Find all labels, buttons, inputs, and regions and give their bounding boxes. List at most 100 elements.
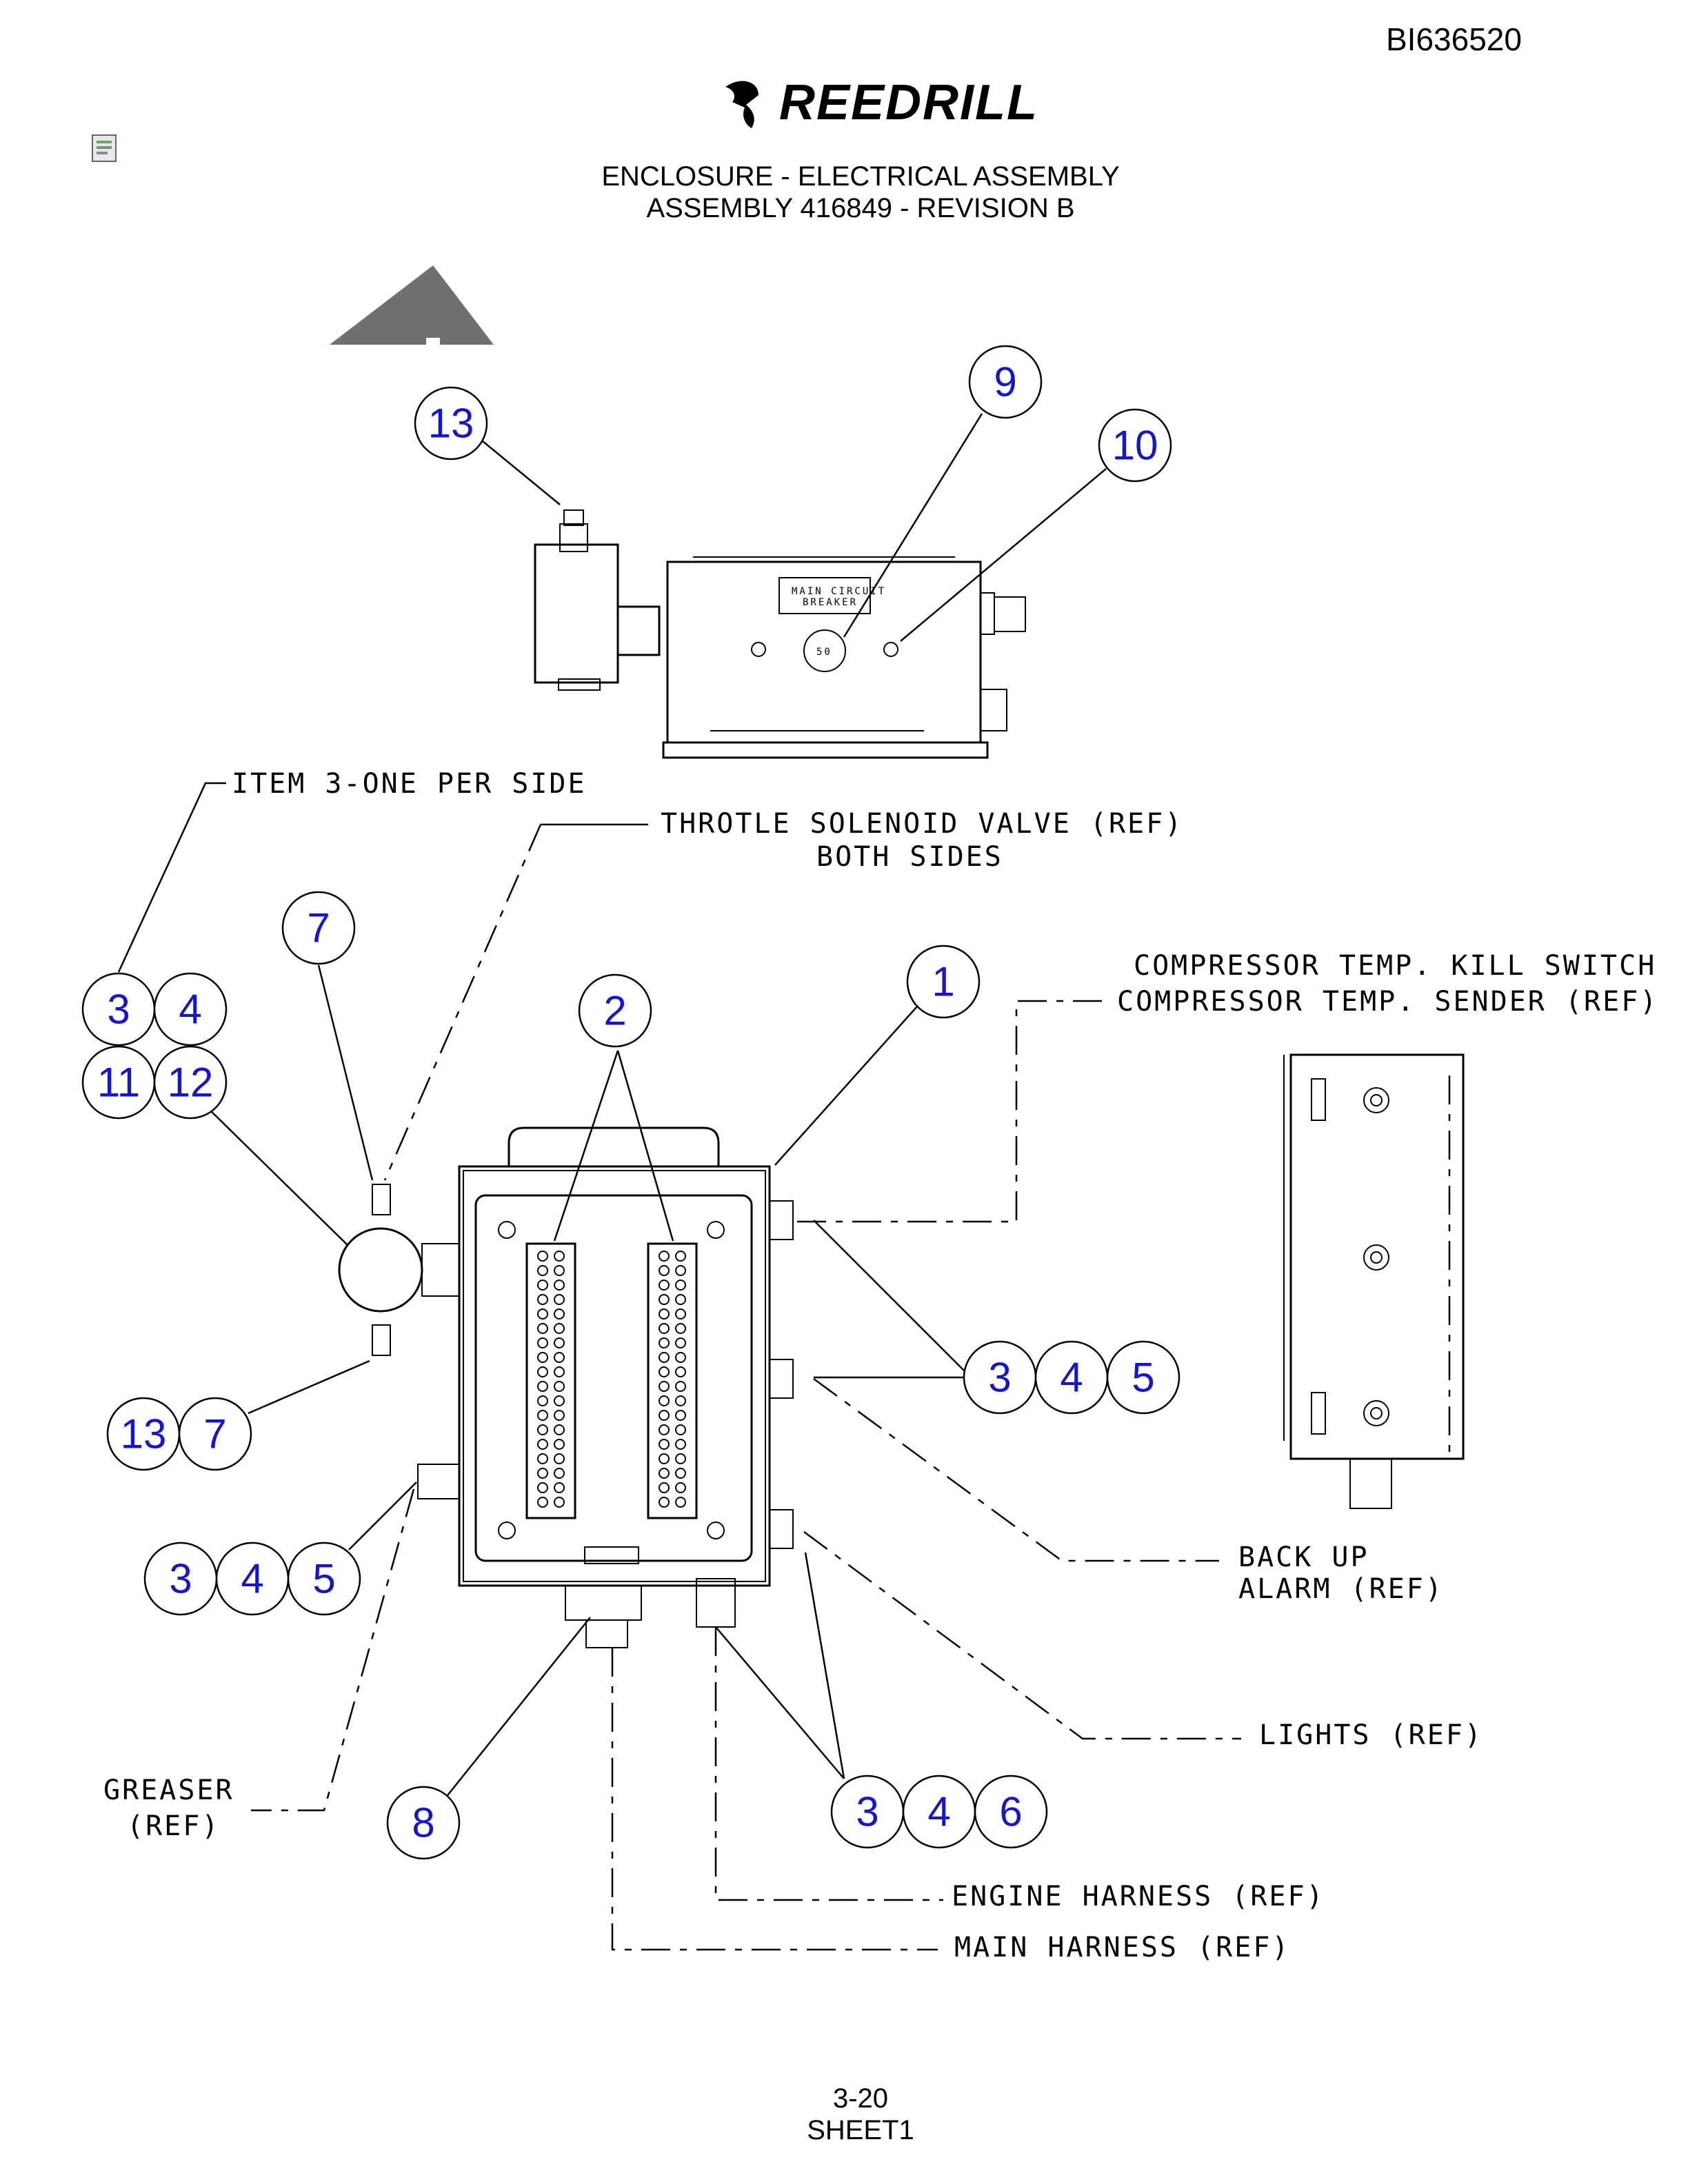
bubble-4-b: 4	[1034, 1340, 1109, 1415]
terminal-screw	[554, 1424, 565, 1435]
terminal-screw	[554, 1323, 565, 1334]
terminal-screw	[675, 1439, 686, 1450]
svg-text:5: 5	[312, 1556, 335, 1602]
terminal-screw	[659, 1337, 670, 1348]
terminal-screw	[554, 1366, 565, 1377]
item-bubbles: 13 9 10 7 3 4 11 12 2 1 3 4 5 13 7 3 4 5…	[81, 345, 1180, 1860]
terminal-screw	[554, 1280, 565, 1291]
terminal-screw	[537, 1381, 548, 1392]
terminal-strip-left	[525, 1242, 576, 1519]
terminal-screw	[554, 1352, 565, 1363]
terminal-screw	[659, 1497, 670, 1508]
item3-note: ITEM 3-ONE PER SIDE	[232, 768, 587, 800]
title-line-2: ASSEMBLY 416849 - REVISION B	[646, 193, 1075, 223]
terminal-screw	[554, 1439, 565, 1450]
terminal-strip-right	[647, 1242, 698, 1519]
terminal-screw	[659, 1482, 670, 1493]
svg-text:9: 9	[994, 359, 1016, 405]
breaker-knob	[803, 629, 846, 672]
terminal-screw	[675, 1323, 686, 1334]
front-view-enclosure	[338, 1126, 794, 1648]
terminal-screw	[537, 1439, 548, 1450]
backup-alarm-line2: ALARM (REF)	[1238, 1573, 1444, 1605]
terminal-screw	[659, 1395, 670, 1406]
bubble-7-top: 7	[281, 891, 356, 965]
page-number: 3-20	[832, 2083, 889, 2114]
terminal-screw	[675, 1497, 686, 1508]
terminal-screw	[537, 1453, 548, 1464]
terminal-screw	[537, 1294, 548, 1305]
greaser-label-line1: GREASER	[103, 1775, 234, 1806]
svg-text:11: 11	[97, 1060, 140, 1106]
svg-text:3: 3	[988, 1355, 1011, 1401]
bubble-3-b: 3	[963, 1340, 1037, 1415]
bubble-3-c: 3	[143, 1541, 218, 1616]
terminal-screw	[659, 1352, 670, 1363]
breaker-plate-line2: BREAKER	[803, 597, 858, 608]
bubble-9: 9	[968, 345, 1043, 419]
terminal-screw	[554, 1453, 565, 1464]
terminal-screw	[659, 1410, 670, 1421]
terminal-screw	[554, 1251, 565, 1262]
bubble-5-b: 5	[1106, 1340, 1180, 1415]
terminal-screw	[675, 1395, 686, 1406]
terminal-screw	[537, 1337, 548, 1348]
terminal-screw	[554, 1497, 565, 1508]
svg-text:3: 3	[107, 987, 130, 1033]
svg-text:12: 12	[168, 1060, 214, 1106]
terminal-screw	[554, 1294, 565, 1305]
terminal-screw	[537, 1424, 548, 1435]
terminal-screw	[675, 1337, 686, 1348]
bubble-4-d: 4	[902, 1775, 976, 1849]
terminal-screw	[675, 1424, 686, 1435]
view-arrow-icon	[330, 265, 494, 345]
side-view-enclosure	[1283, 1053, 1465, 1509]
terminal-screw	[675, 1308, 686, 1320]
svg-text:2: 2	[603, 988, 626, 1034]
title-line-1: ENCLOSURE - ELECTRICAL ASSEMBLY	[601, 161, 1120, 192]
compressor-label-line2: COMPRESSOR TEMP. SENDER (REF)	[1117, 986, 1658, 1018]
terminal-screw	[659, 1424, 670, 1435]
terminal-screw	[659, 1294, 670, 1305]
svg-text:5: 5	[1132, 1355, 1154, 1401]
terminal-screw	[537, 1497, 548, 1508]
terminal-screw	[675, 1280, 686, 1291]
bubble-4-c: 4	[215, 1541, 290, 1616]
terminal-screw	[659, 1308, 670, 1320]
backup-alarm-line1: BACK UP	[1238, 1541, 1369, 1573]
reedrill-logo-icon	[725, 81, 758, 128]
terminal-screw	[659, 1323, 670, 1334]
terminal-screw	[537, 1482, 548, 1493]
bubble-1: 1	[906, 944, 981, 1019]
bubble-10: 10	[1098, 408, 1172, 483]
terminal-screw	[537, 1395, 548, 1406]
svg-text:7: 7	[203, 1411, 226, 1457]
bubble-3-d: 3	[830, 1775, 905, 1849]
svg-text:3: 3	[169, 1556, 192, 1602]
bubble-11: 11	[81, 1045, 156, 1120]
terminal-screw	[659, 1366, 670, 1377]
terminal-screw	[659, 1453, 670, 1464]
terminal-screw	[537, 1265, 548, 1276]
bubble-13-top: 13	[414, 386, 488, 461]
terminal-screw	[675, 1265, 686, 1276]
bubble-6: 6	[974, 1775, 1048, 1849]
svg-text:4: 4	[927, 1789, 950, 1835]
terminal-screw	[675, 1410, 686, 1421]
document-file-icon[interactable]	[92, 134, 117, 162]
lights-label: LIGHTS (REF)	[1259, 1719, 1483, 1751]
svg-text:1: 1	[932, 959, 954, 1005]
greaser-label-line2: (REF)	[127, 1810, 220, 1842]
bubble-3-a: 3	[81, 972, 156, 1046]
terminal-screw	[675, 1366, 686, 1377]
terminal-screw	[554, 1468, 565, 1479]
terminal-screw	[675, 1453, 686, 1464]
svg-text:3: 3	[856, 1789, 878, 1835]
terminal-screw	[659, 1381, 670, 1392]
bubble-7-b: 7	[178, 1397, 252, 1471]
svg-text:10: 10	[1112, 423, 1158, 469]
main-harness-label: MAIN HARNESS (REF)	[954, 1932, 1290, 1963]
terminal-screw	[659, 1265, 670, 1276]
svg-text:4: 4	[241, 1556, 263, 1602]
svg-text:4: 4	[179, 987, 201, 1033]
